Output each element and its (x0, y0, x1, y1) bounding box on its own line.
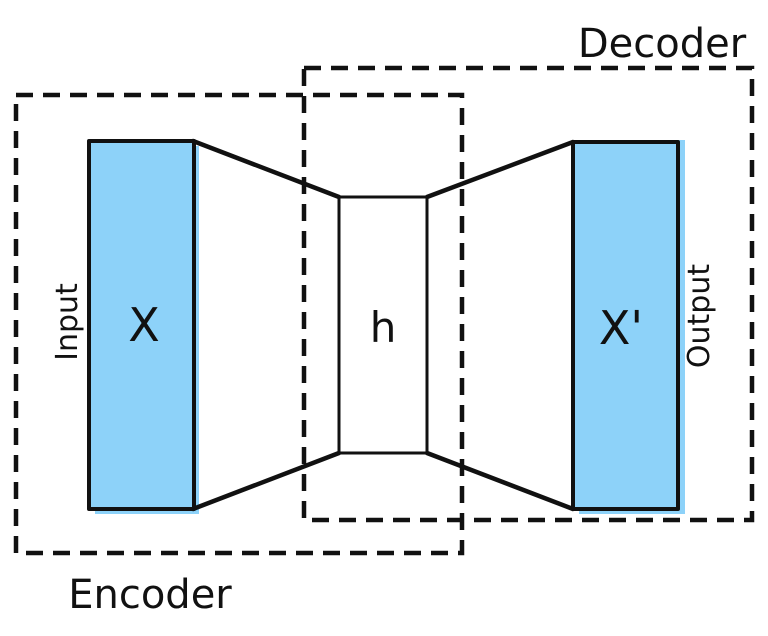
input-side-label: Input (50, 283, 85, 361)
input-layer-block (87, 139, 196, 511)
encoder-top-edge-line (190, 138, 342, 200)
hidden-block-letter: h (370, 303, 397, 352)
decoder-bottom-edge-line (424, 450, 576, 512)
output-layer-block (571, 140, 680, 511)
encoder-region-box (13, 92, 465, 556)
decoder-top-edge-line (424, 139, 576, 200)
hidden-layer-block (337, 195, 429, 455)
decoder-region-box (301, 65, 755, 523)
output-side-label: Output (682, 264, 717, 368)
encoder-region-label: Encoder (68, 572, 232, 618)
input-block-letter: X (128, 298, 160, 352)
decoder-region-label: Decoder (578, 21, 747, 67)
output-block-letter: X' (599, 301, 643, 355)
encoder-bottom-edge-line (190, 450, 342, 512)
